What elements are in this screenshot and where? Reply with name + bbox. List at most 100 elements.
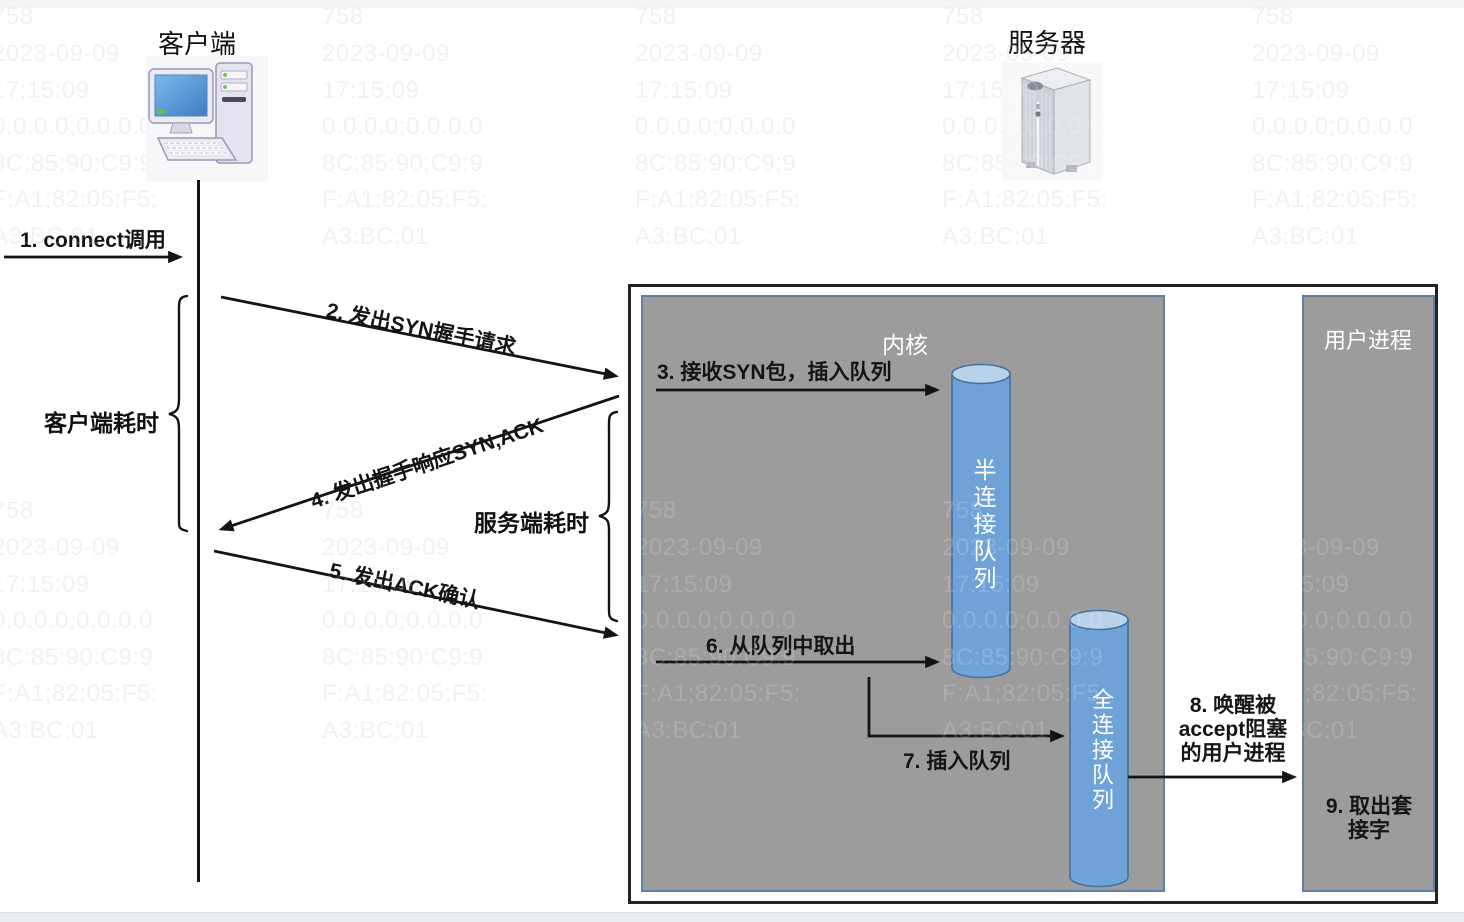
watermark-text: 2023-09-09 [0,40,120,67]
client-title: 客户端 [158,29,237,59]
watermark-text: 0.0.0.0;0.0.0.0 [0,607,153,634]
watermark-text: 8C:85:90:C9:9 [322,644,484,671]
watermark-text: 0.0.0.0;0.0.0.0 [0,113,153,140]
watermark-text: F:A1;82:05:F5: [322,186,488,213]
watermark-text: 8C:85:90:C9:9 [0,644,154,671]
watermark-text: A3:BC:01 [0,717,99,744]
watermark-text: 8C:85:90:C9:9 [0,150,154,177]
watermark-text: A3:BC:01 [322,223,429,250]
watermark-text: 17:15:09 [1252,77,1350,104]
watermark-text: F:A1;82:05:F5: [635,186,801,213]
watermark-text: 758 [0,497,34,524]
watermark-text: A3:BC:01 [1252,223,1359,250]
step1-label: 1. connect调用 [20,229,166,252]
full-connection-queue-label: 全连接队列 [1089,688,1114,813]
watermark-text: 0.0.0.0;0.0.0.0 [1252,113,1413,140]
watermark-text: F:A1;82:05:F5: [0,680,158,707]
step5-label: 5. 发出ACK确认 [327,559,482,613]
watermark-text: 17:15:09 [635,77,733,104]
watermark-text: 2023-09-09 [635,40,763,67]
watermark-text: 17:15:09 [1252,77,1350,104]
step9-line2: 接字 [1348,819,1390,842]
watermark-text: 8C:85:90:C9:9 [322,150,484,177]
watermark-text: 0.0.0.0;0.0.0.0 [0,607,153,634]
watermark-text: F:A1;82:05:F5: [942,186,1108,213]
watermark-text: 17:15:09 [0,571,90,598]
step6-label: 6. 从队列中取出 [706,635,856,658]
client-elapsed-label: 客户端耗时 [44,410,159,436]
watermark-text: 8C:85:90:C9:9 [0,644,154,671]
watermark-text: A3:BC:01 [0,717,99,744]
kernel-label: 内核 [882,332,928,358]
watermark-text: 0.0.0.0;0.0.0.0 [1252,113,1413,140]
watermark-text: 0.0.0.0;0.0.0.0 [0,113,153,140]
step4-label: 4. 发出握手响应SYN,ACK [307,414,547,514]
watermark-text: 2023-09-09 [1252,40,1380,67]
watermark-text: 8C:85:90:C9:9 [1252,150,1414,177]
watermark-text: A3:BC:01 [942,223,1049,250]
watermark-text: 2023-09-09 [0,534,120,561]
user-process-box [1302,295,1435,892]
watermark-text: A3:BC:01 [322,717,429,744]
step8-label: 8. 唤醒被 accept阻塞 的用户进程 [1167,694,1299,766]
watermark-text: F:A1;82:05:F5: [1252,186,1418,213]
watermark-text: 2023-09-09 [322,40,450,67]
server-tower-icon [1002,62,1102,180]
watermark-text: A3:BC:01 [1252,223,1359,250]
watermark-text: 2023-09-09 [0,40,120,67]
watermark-text: 0.0.0.0;0.0.0.0 [322,113,483,140]
top-strip [0,0,1464,8]
watermark-text: A3:BC:01 [635,223,742,250]
server-elapsed-brace [598,410,619,623]
watermark-text: 17:15:09 [0,77,90,104]
watermark-text: 2023-09-09 [1252,40,1380,67]
watermark-text: F:A1;82:05:F5: [322,680,488,707]
watermark-text: 0.0.0.0;0.0.0.0 [635,113,796,140]
watermark-text: 0.0.0.0;0.0.0.0 [322,113,483,140]
step8-line2: accept阻塞 [1178,718,1288,741]
server-elapsed-label: 服务端耗时 [474,510,589,536]
watermark-text: A3:BC:01 [635,223,742,250]
half-connection-queue-label: 半连接队列 [970,458,996,593]
step7-label: 7. 插入队列 [903,750,1011,773]
watermark-text: 17:15:09 [0,571,90,598]
watermark-text: F:A1;82:05:F5: [0,186,158,213]
watermark-text: F:A1;82:05:F5: [942,186,1108,213]
watermark-text: 2023-09-09 [0,534,120,561]
watermark-text: 8C:85:90:C9:9 [322,644,484,671]
watermark-text: F:A1;82:05:F5: [1252,186,1418,213]
watermark-text: F:A1;82:05:F5: [0,186,158,213]
bottom-strip [0,912,1464,922]
watermark-text: F:A1;82:05:F5: [322,186,488,213]
step8-line3: 的用户进程 [1180,742,1286,765]
watermark-text: 8C:85:90:C9:9 [635,150,797,177]
watermark-text: A3:BC:01 [942,223,1049,250]
watermark-text: 2023-09-09 [635,40,763,67]
watermark-text: F:A1;82:05:F5: [322,680,488,707]
watermark-text: 758 [0,497,34,524]
watermark-text: 8C:85:90:C9:9 [635,150,797,177]
client-elapsed-brace [168,294,189,533]
step2-label: 2. 发出SYN握手请求 [324,299,518,360]
watermark-text: A3:BC:01 [322,223,429,250]
step3-label: 3. 接收SYN包，插入队列 [657,361,892,384]
step9-line1: 9. 取出套 [1325,795,1413,818]
watermark-text: F:A1;82:05:F5: [0,680,158,707]
step8-line1: 8. 唤醒被 [1189,694,1277,717]
watermark-text: 17:15:09 [322,77,420,104]
watermark-text: 2023-09-09 [322,40,450,67]
watermark-text: 17:15:09 [0,77,90,104]
watermark-text: 8C:85:90:C9:9 [1252,150,1414,177]
watermark-text: 0.0.0.0;0.0.0.0 [635,113,796,140]
watermark-text: 8C:85:90:C9:9 [0,150,154,177]
watermark-text: F:A1;82:05:F5: [635,186,801,213]
user-process-label: 用户进程 [1323,328,1412,353]
client-computer-icon [146,56,268,182]
server-title: 服务器 [1008,28,1087,58]
client-lifeline [197,180,200,882]
watermark-text: 17:15:09 [635,77,733,104]
watermark-text: A3:BC:01 [322,717,429,744]
watermark-text: 8C:85:90:C9:9 [322,150,484,177]
watermark-text: 17:15:09 [322,77,420,104]
